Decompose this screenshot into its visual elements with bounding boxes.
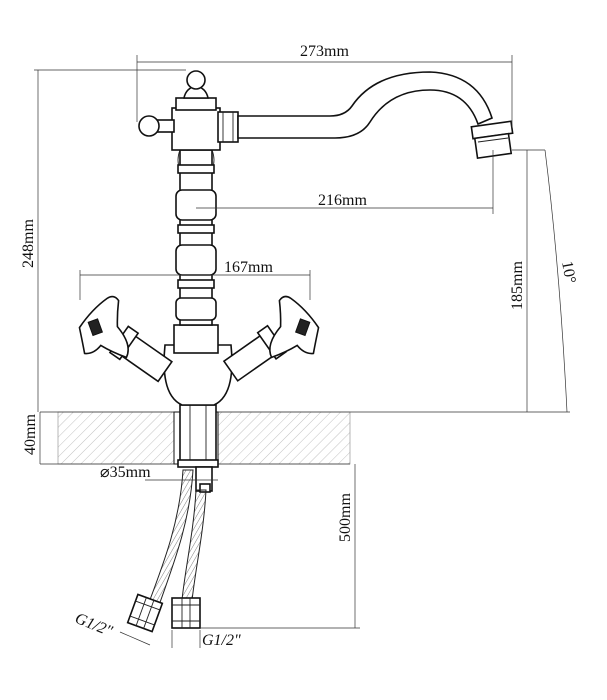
top-lever [138,70,239,151]
label-spout-reach: 216mm [318,192,367,209]
mixer-body [108,324,287,406]
label-spout-height: 185mm [509,261,526,310]
left-cross-handle [78,295,129,359]
label-hole-diameter: ⌀35mm [100,464,151,481]
supply-hoses [126,469,207,633]
mounting-shank [177,404,219,493]
label-spout-reach-total: 273mm [300,43,349,60]
label-thread-left: G1/2" [73,610,116,640]
spout [237,71,514,160]
label-deck-thickness: 40mm [22,414,39,455]
label-hose-length: 500mm [337,493,354,542]
countertop [40,411,570,465]
column [175,149,217,326]
label-total-height: 248mm [20,219,37,268]
right-cross-handle [269,295,320,359]
label-handles-width: 167mm [224,259,273,276]
dimension-lines [34,55,568,648]
label-thread-right: G1/2" [202,632,241,649]
label-spout-angle: 10° [558,260,579,285]
